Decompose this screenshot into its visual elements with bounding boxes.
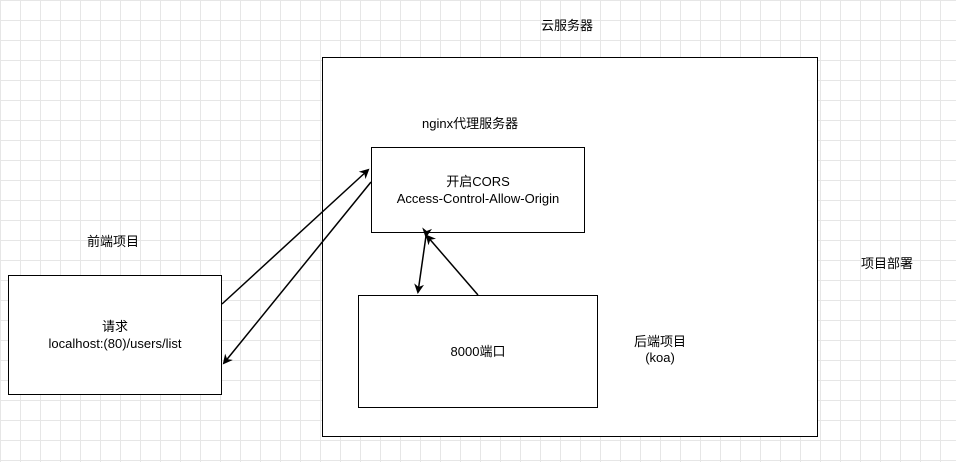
nginx-proxy-label: nginx代理服务器 — [422, 116, 519, 131]
frontend-box-line1: 请求 — [101, 319, 128, 334]
port-box-text: 8000端口 — [450, 344, 506, 359]
backend-project-label-line2: (koa) — [645, 350, 675, 365]
nginx-proxy-box: 开启CORS Access-Control-Allow-Origin — [371, 147, 585, 233]
cloud-server-label: 云服务器 — [541, 18, 594, 33]
backend-project-label: 后端项目 (koa) — [625, 334, 695, 366]
nginx-box-line1: 开启CORS — [446, 174, 510, 189]
frontend-box-line2: localhost:(80)/users/list — [48, 336, 182, 351]
deployment-label: 项目部署 — [861, 256, 914, 271]
frontend-request-box: 请求 localhost:(80)/users/list — [8, 275, 222, 395]
frontend-project-label: 前端项目 — [87, 234, 140, 249]
backend-project-label-line1: 后端项目 — [633, 334, 686, 349]
nginx-box-line2: Access-Control-Allow-Origin — [396, 191, 560, 206]
backend-port-box: 8000端口 — [358, 295, 598, 408]
